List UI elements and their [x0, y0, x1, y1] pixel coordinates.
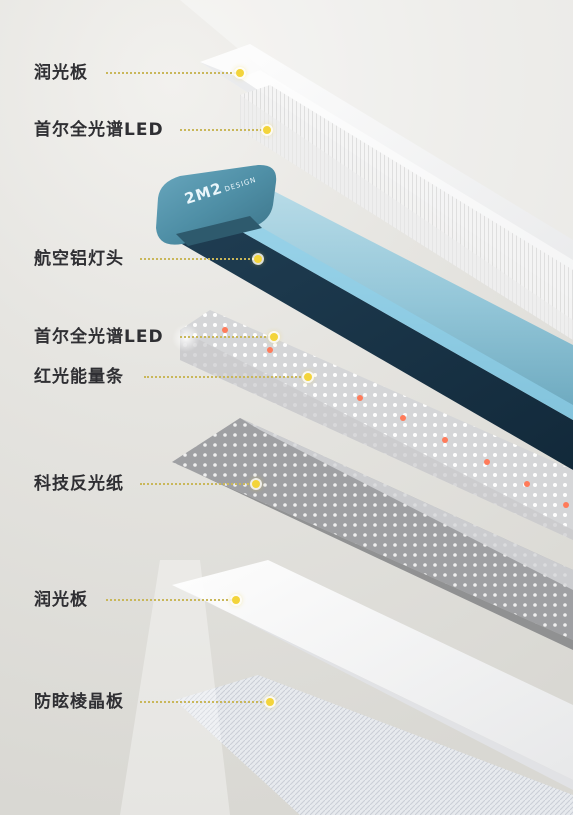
- led-strip-top: [240, 85, 573, 340]
- callout-dot-reflective-paper: [252, 480, 260, 488]
- anti-glare-prism-layer: [175, 675, 573, 815]
- callout-dot-anti-glare-prism: [266, 698, 274, 706]
- label-aluminum-head: 航空铝灯头: [34, 249, 124, 269]
- leader-line-aluminum-head: [140, 258, 258, 260]
- leader-line-diffuser-bottom: [106, 599, 236, 601]
- label-diffuser-bottom: 润光板: [34, 590, 88, 610]
- leader-line-led-top: [180, 129, 266, 131]
- callout-dot-led-mid: [270, 333, 278, 341]
- aluminum-lamp-head: [156, 164, 573, 470]
- callout-dot-led-top: [263, 126, 271, 134]
- label-diffuser-top: 润光板: [34, 63, 88, 83]
- label-anti-glare-prism: 防眩棱晶板: [34, 692, 124, 712]
- label-led-top: 首尔全光谱LED: [34, 120, 164, 140]
- leader-line-diffuser-top: [106, 72, 240, 74]
- label-reflective-paper: 科技反光纸: [34, 474, 124, 494]
- label-red-light-strip: 红光能量条: [34, 367, 124, 387]
- leader-line-led-mid: [180, 336, 274, 338]
- diffuser-panel-bottom: [172, 560, 573, 790]
- label-led-mid: 首尔全光谱LED: [34, 327, 164, 347]
- callout-dot-diffuser-top: [236, 69, 244, 77]
- leader-line-anti-glare-prism: [140, 701, 270, 703]
- callout-dot-red-light-strip: [304, 373, 312, 381]
- callout-dot-diffuser-bottom: [232, 596, 240, 604]
- reflective-paper-layer: [172, 418, 573, 650]
- callout-dot-aluminum-head: [254, 255, 262, 263]
- leader-line-red-light-strip: [144, 376, 308, 378]
- leader-line-reflective-paper: [140, 483, 256, 485]
- led-board-full-spectrum: [172, 310, 573, 540]
